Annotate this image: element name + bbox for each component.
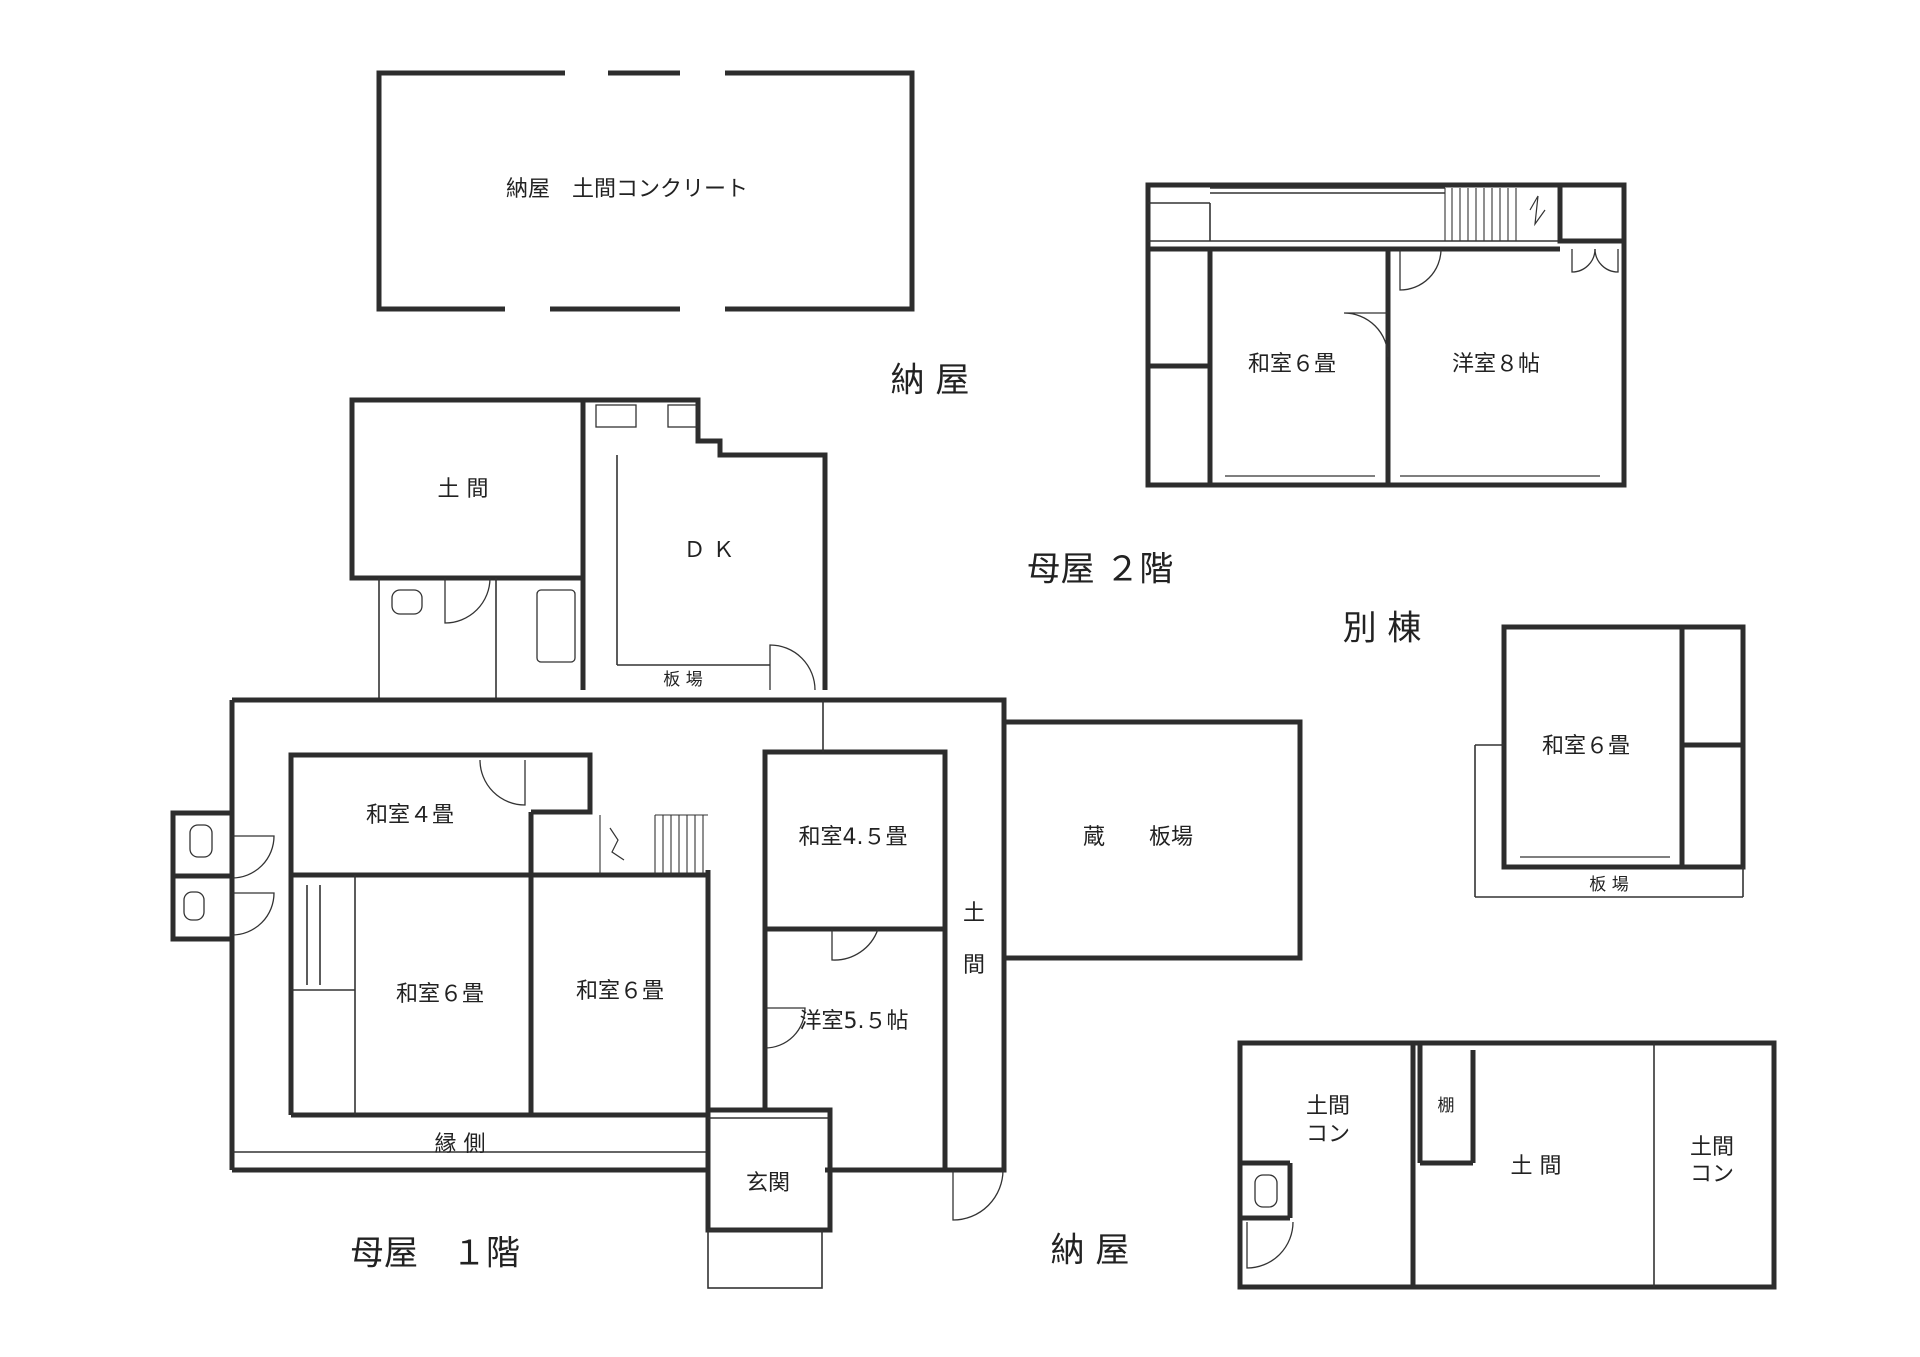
room-doma: 土 間 <box>438 477 489 502</box>
room-dk: Ｄ Ｋ <box>684 538 735 563</box>
staircase-2f <box>1444 188 1546 241</box>
room-b-doma-con-2-line2: コン <box>1690 1162 1734 1187</box>
room-2f-washitsu-6: 和室６畳 <box>1248 352 1336 377</box>
storage-building-bottom <box>1237 1040 1777 1290</box>
room-washitsu-4: 和室４畳 <box>366 803 454 828</box>
room-b-doma: 土 間 <box>1511 1154 1562 1179</box>
main-house-1f <box>170 397 1303 1289</box>
label-storage-top: 納屋 土間コンクリート <box>506 177 748 202</box>
room-b-tana: 棚 <box>1438 1096 1455 1116</box>
room-b-doma-con-1-line2: コン <box>1306 1122 1350 1147</box>
room-itaba: 板 場 <box>663 670 702 690</box>
room-engawa: 縁 側 <box>435 1132 486 1157</box>
main-house-2f <box>1145 182 1627 488</box>
storage-building-top <box>376 69 915 313</box>
caption-annex: 別 棟 <box>1343 609 1422 649</box>
caption-storage-bottom: 納 屋 <box>1051 1231 1130 1271</box>
room-annex-itaba: 板 場 <box>1589 875 1628 895</box>
room-genkan: 玄関 <box>746 1171 790 1196</box>
room-washitsu-6-a: 和室６畳 <box>396 982 484 1007</box>
room-b-doma-con-2-line1: 土間 <box>1690 1135 1734 1160</box>
annex-building <box>1474 624 1746 898</box>
room-doma-corridor-1: 土 <box>963 901 985 926</box>
room-b-doma-con-1-line1: 土間 <box>1306 1094 1350 1119</box>
room-washitsu-6-b: 和室６畳 <box>576 979 664 1004</box>
room-annex-washitsu-6: 和室６畳 <box>1542 734 1630 759</box>
staircase-1f <box>599 814 708 875</box>
room-washitsu-4-5: 和室4.５畳 <box>799 825 908 850</box>
room-doma-corridor-2: 間 <box>963 953 985 978</box>
caption-main-2f: 母屋 ２階 <box>1027 550 1174 590</box>
caption-storage: 納 屋 <box>891 361 970 401</box>
room-2f-youshitsu-8: 洋室８帖 <box>1452 352 1540 377</box>
caption-main-1f: 母屋 １階 <box>350 1234 520 1274</box>
room-youshitsu-5-5: 洋室5.５帖 <box>800 1009 909 1034</box>
room-kura: 蔵 板場 <box>1083 825 1193 850</box>
